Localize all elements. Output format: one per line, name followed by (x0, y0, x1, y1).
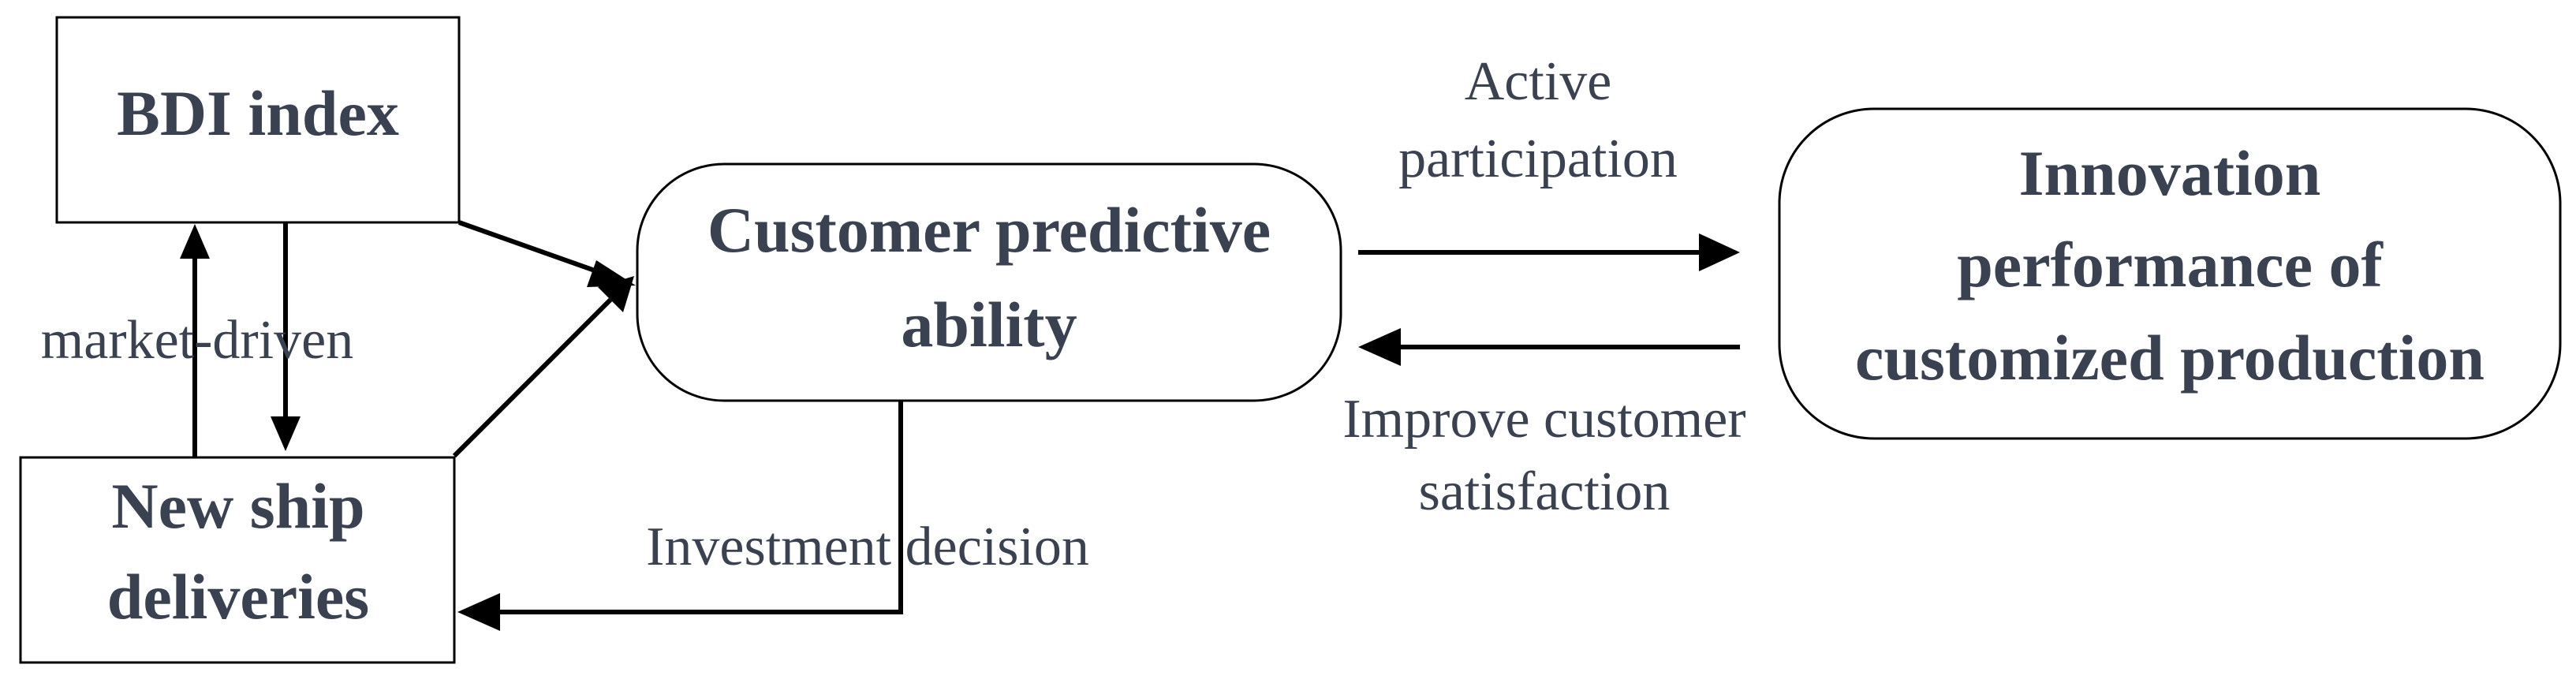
customer-label-line2: ability (901, 289, 1077, 360)
arrow-customer-to-ships (497, 401, 903, 614)
arrowhead-customer (1358, 328, 1401, 366)
connectors (180, 220, 1740, 631)
innovation-label-line1: Innovation (2019, 137, 2321, 209)
node-innovation-performance: Innovation performance of customized pro… (1778, 107, 2562, 440)
improve-satisfaction-line2: satisfaction (1419, 461, 1671, 522)
new-ship-label-line2: deliveries (107, 561, 369, 633)
arrowhead-up-bdi (180, 224, 210, 259)
arrowhead-ships-customer (598, 276, 634, 312)
new-ship-deliveries-box (19, 456, 456, 664)
innovation-label-line3: customized production (1855, 322, 2485, 394)
node-bdi-index: BDI index (55, 16, 461, 224)
arrow-bdi-to-customer (457, 220, 607, 277)
active-participation-line1: Active (1465, 51, 1612, 112)
node-customer-predictive-ability: Customer predictive ability (636, 162, 1342, 402)
arrowhead-down-ships (271, 416, 301, 451)
bdi-index-label: BDI index (117, 77, 399, 149)
innovation-label-line2: performance of (1957, 229, 2384, 300)
customer-label-line1: Customer predictive (707, 194, 1271, 266)
active-participation-line2: participation (1398, 129, 1678, 189)
improve-satisfaction-line1: Improve customer (1342, 389, 1745, 450)
arrowhead-innovation (1699, 233, 1740, 271)
bdi-index-box (55, 16, 461, 224)
customer-predictive-box (636, 162, 1342, 402)
edge-labels: market-driven Active participation Impro… (41, 51, 1746, 577)
arrow-ships-to-customer (452, 297, 613, 458)
node-new-ship-deliveries: New ship deliveries (19, 456, 456, 664)
innovation-box (1778, 107, 2562, 440)
new-ship-label-line1: New ship (111, 470, 364, 542)
market-driven-label: market-driven (41, 310, 353, 371)
investment-decision-label: Investment decision (646, 517, 1089, 577)
arrowhead-ships-investment (457, 593, 500, 631)
